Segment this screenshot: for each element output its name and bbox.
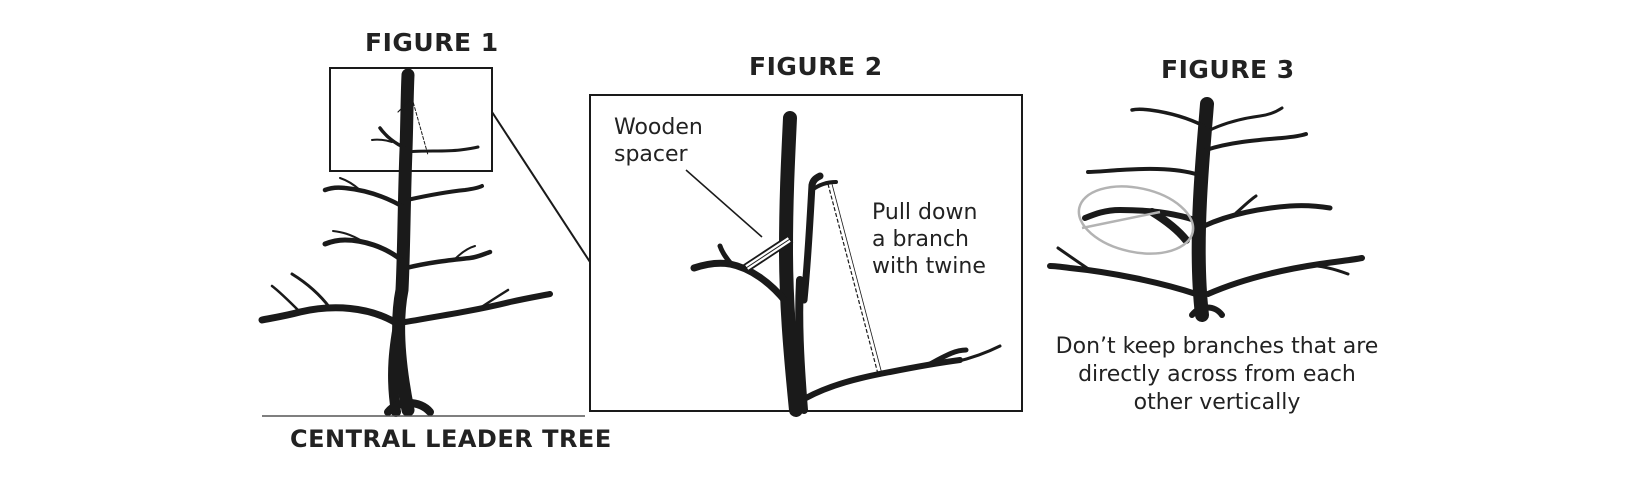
figure2-tree — [690, 111, 1002, 417]
twine-label-line2: a branch — [872, 227, 969, 252]
figure2-title: FIGURE 2 — [749, 52, 883, 81]
figure1-tree — [258, 68, 553, 417]
spacer-leader-line — [685, 169, 763, 238]
figure1-title: FIGURE 1 — [365, 28, 499, 57]
highlight-cross-line — [1081, 210, 1161, 230]
figure3-tree — [1047, 97, 1365, 322]
spacer-label-line1: Wooden — [614, 115, 703, 140]
twine-label: Pull down a branch with twine — [872, 199, 986, 280]
conflicting-branches-highlight — [1077, 185, 1195, 255]
spacer-label-line2: spacer — [614, 142, 688, 167]
wooden-spacer — [742, 234, 794, 273]
twine-line-inner — [831, 183, 883, 375]
spacer-label: Wooden spacer — [614, 114, 703, 168]
twine-label-line3: with twine — [872, 254, 986, 279]
twine-label-line1: Pull down — [872, 200, 978, 225]
figure3-title: FIGURE 3 — [1161, 55, 1295, 84]
twine-line — [827, 183, 879, 375]
figure1-caption: CENTRAL LEADER TREE — [290, 425, 612, 453]
zoom-connector-line — [491, 111, 591, 263]
figure1-zoom-box — [329, 67, 493, 172]
figure3-caption: Don’t keep branches that are directly ac… — [1055, 334, 1379, 415]
